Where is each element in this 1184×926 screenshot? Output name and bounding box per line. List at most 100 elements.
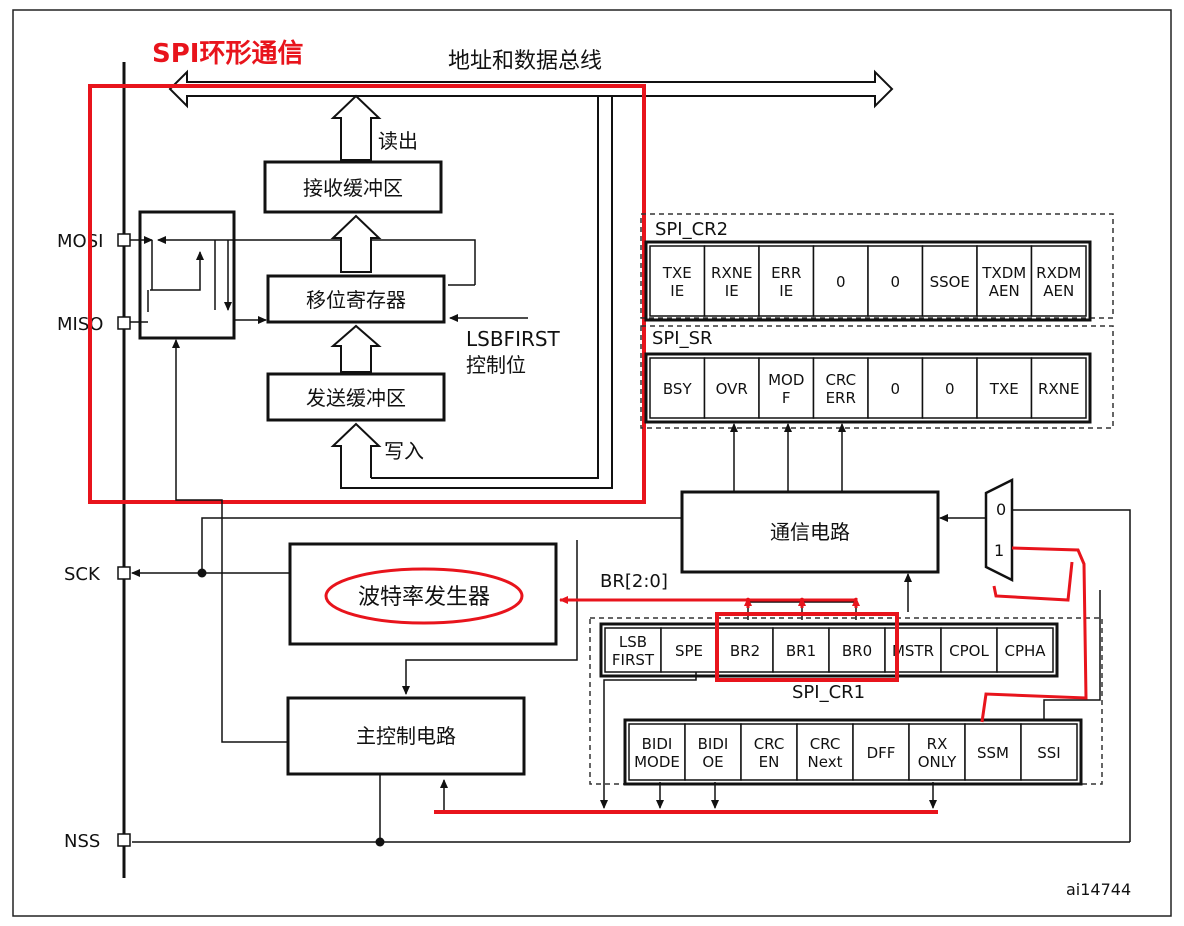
baud-rate-generator-label: 波特率发生器 (358, 585, 490, 610)
transmit-buffer-label: 发送缓冲区 (306, 386, 406, 410)
spi-cr1-row2-bit-1-text-1: OE (702, 753, 723, 771)
write-arrow (330, 422, 382, 478)
spi-cr1-row2-bit-0-text-0: BIDI (642, 735, 673, 753)
spi-cr1-row1-outline (599, 622, 1059, 678)
figure-frame (12, 9, 1172, 917)
spi-sr-bit-7: RXNE (1030, 357, 1087, 419)
spi-cr1-row1-bit-0: LSBFIRST (604, 627, 662, 673)
spi-cr1-row1-bit-3: BR1 (772, 627, 830, 673)
spi-cr1-row1-bit-3-text-0: BR1 (786, 642, 816, 660)
spi-cr2-bit-3-text-0: 0 (836, 273, 846, 291)
spi-sr-frame (640, 325, 1114, 429)
pin-mosi: MOSI (57, 231, 131, 252)
pin-switch-block (138, 210, 236, 340)
spi-cr1-row1-bit-6: CPOL (940, 627, 998, 673)
spi-cr1-row1-bit-5-text-0: MSTR (892, 642, 934, 660)
spi-cr2-bit-6-text-0: TXDM (981, 264, 1026, 282)
shift-to-rx-arrow (330, 214, 382, 273)
spi-cr2-bit-7-text-0: RXDM (1036, 264, 1081, 282)
pin-sck: SCK (64, 564, 131, 585)
br-bits-highlight (715, 612, 899, 682)
pin-nss: NSS (64, 831, 131, 852)
nss-junction (375, 837, 385, 847)
ssm-highlight-path (980, 546, 1088, 723)
spi-cr1-row2-bit-2-text-1: EN (759, 753, 780, 771)
spi-cr1-row2-bit-0-text-1: MODE (634, 753, 680, 771)
status-flag-arrows (730, 423, 846, 492)
spi-cr1-row1-bit-4-text-0: BR0 (842, 642, 872, 660)
spi-cr2-bit-1-text-0: RXNE (711, 264, 752, 282)
read-label: 读出 (378, 129, 418, 153)
pin-switch-wiring (130, 236, 232, 323)
spi-sr-bit-6: TXE (976, 357, 1033, 419)
spi-sr-label: SPI_SR (652, 328, 713, 349)
master-control-label: 主控制电路 (356, 724, 456, 748)
ssm-mux (984, 477, 1014, 583)
spi-sr-bit-3-text-0: CRC (825, 371, 856, 389)
spi-cr1-label: SPI_CR1 (792, 682, 865, 703)
spi-cr1-row2-bit-6: SSM (964, 723, 1022, 781)
sck-junction (197, 568, 207, 578)
spi-cr1-row1-bit-0-text-0: LSB (619, 633, 647, 651)
master-control-circuit (286, 696, 526, 776)
spi-cr1-row1-bit-7-text-0: CPHA (1004, 642, 1046, 660)
spi-cr1-row1-bit-0-text-1: FIRST (612, 651, 655, 669)
spi-cr2-bit-7-text-1: AEN (1043, 282, 1074, 300)
spi-cr1-row2-bit-4: DFF (852, 723, 910, 781)
pin-miso: MISO (57, 314, 131, 335)
spi-sr-bit-6-text-0: TXE (989, 380, 1019, 398)
br-highlight-path (559, 596, 860, 608)
address-data-bus-arrow (168, 69, 894, 109)
svg-text:MOSI: MOSI (57, 231, 103, 252)
control-wiring (131, 339, 1131, 843)
spi-cr2-bit-6-text-1: AEN (989, 282, 1020, 300)
spi-sr-bit-5: 0 (921, 357, 978, 419)
comm-circuit-label: 通信电路 (770, 520, 850, 544)
baud-rate-highlight (324, 567, 524, 625)
spi-sr-bit-1-text-0: OVR (716, 380, 748, 398)
spi-cr2-bit-1-text-1: IE (725, 282, 739, 300)
spi-sr-bit-5-text-0: 0 (945, 380, 955, 398)
spi-sr-bit-4-text-0: 0 (890, 380, 900, 398)
shift-register-label: 移位寄存器 (306, 288, 406, 312)
comm-circuit (680, 490, 940, 574)
spi-cr2-bit-0-text-1: IE (670, 282, 684, 300)
spi-sr-bit-2-text-0: MOD (768, 371, 804, 389)
bus-drop-lines (340, 96, 613, 489)
transmit-buffer (266, 372, 446, 422)
read-arrow (330, 94, 382, 161)
receive-buffer-label: 接收缓冲区 (303, 176, 403, 200)
baud-rate-generator (288, 542, 558, 646)
spi-cr2-bit-0-text-0: TXE (662, 264, 692, 282)
spi-sr-bit-1: OVR (703, 357, 760, 419)
write-label: 写入 (384, 439, 424, 463)
spi-cr1-row2-bit-2-text-0: CRC (754, 735, 785, 753)
lsbfirst-control-label: 控制位 (466, 353, 526, 377)
spi-cr2-label: SPI_CR2 (655, 219, 728, 240)
diagram-title: SPI环形通信 (152, 39, 303, 69)
spi-cr1-frame (589, 617, 1103, 785)
ring-communication-highlight (88, 84, 646, 504)
figure-id: ai14744 (1066, 880, 1131, 899)
spi-cr2-bit-4: 0 (867, 245, 924, 317)
spi-cr1-row1-bit-1: SPE (660, 627, 718, 673)
bus-label: 地址和数据总线 (448, 49, 602, 74)
spi-sr-bit-0-text-0: BSY (663, 380, 693, 398)
spi-sr-bit-2-text-1: F (782, 389, 791, 407)
svg-text:NSS: NSS (64, 831, 100, 852)
spi-sr-outline (644, 352, 1092, 424)
spi-cr1-row1-bit-2: BR2 (716, 627, 774, 673)
spi-cr2-frame (640, 213, 1114, 319)
